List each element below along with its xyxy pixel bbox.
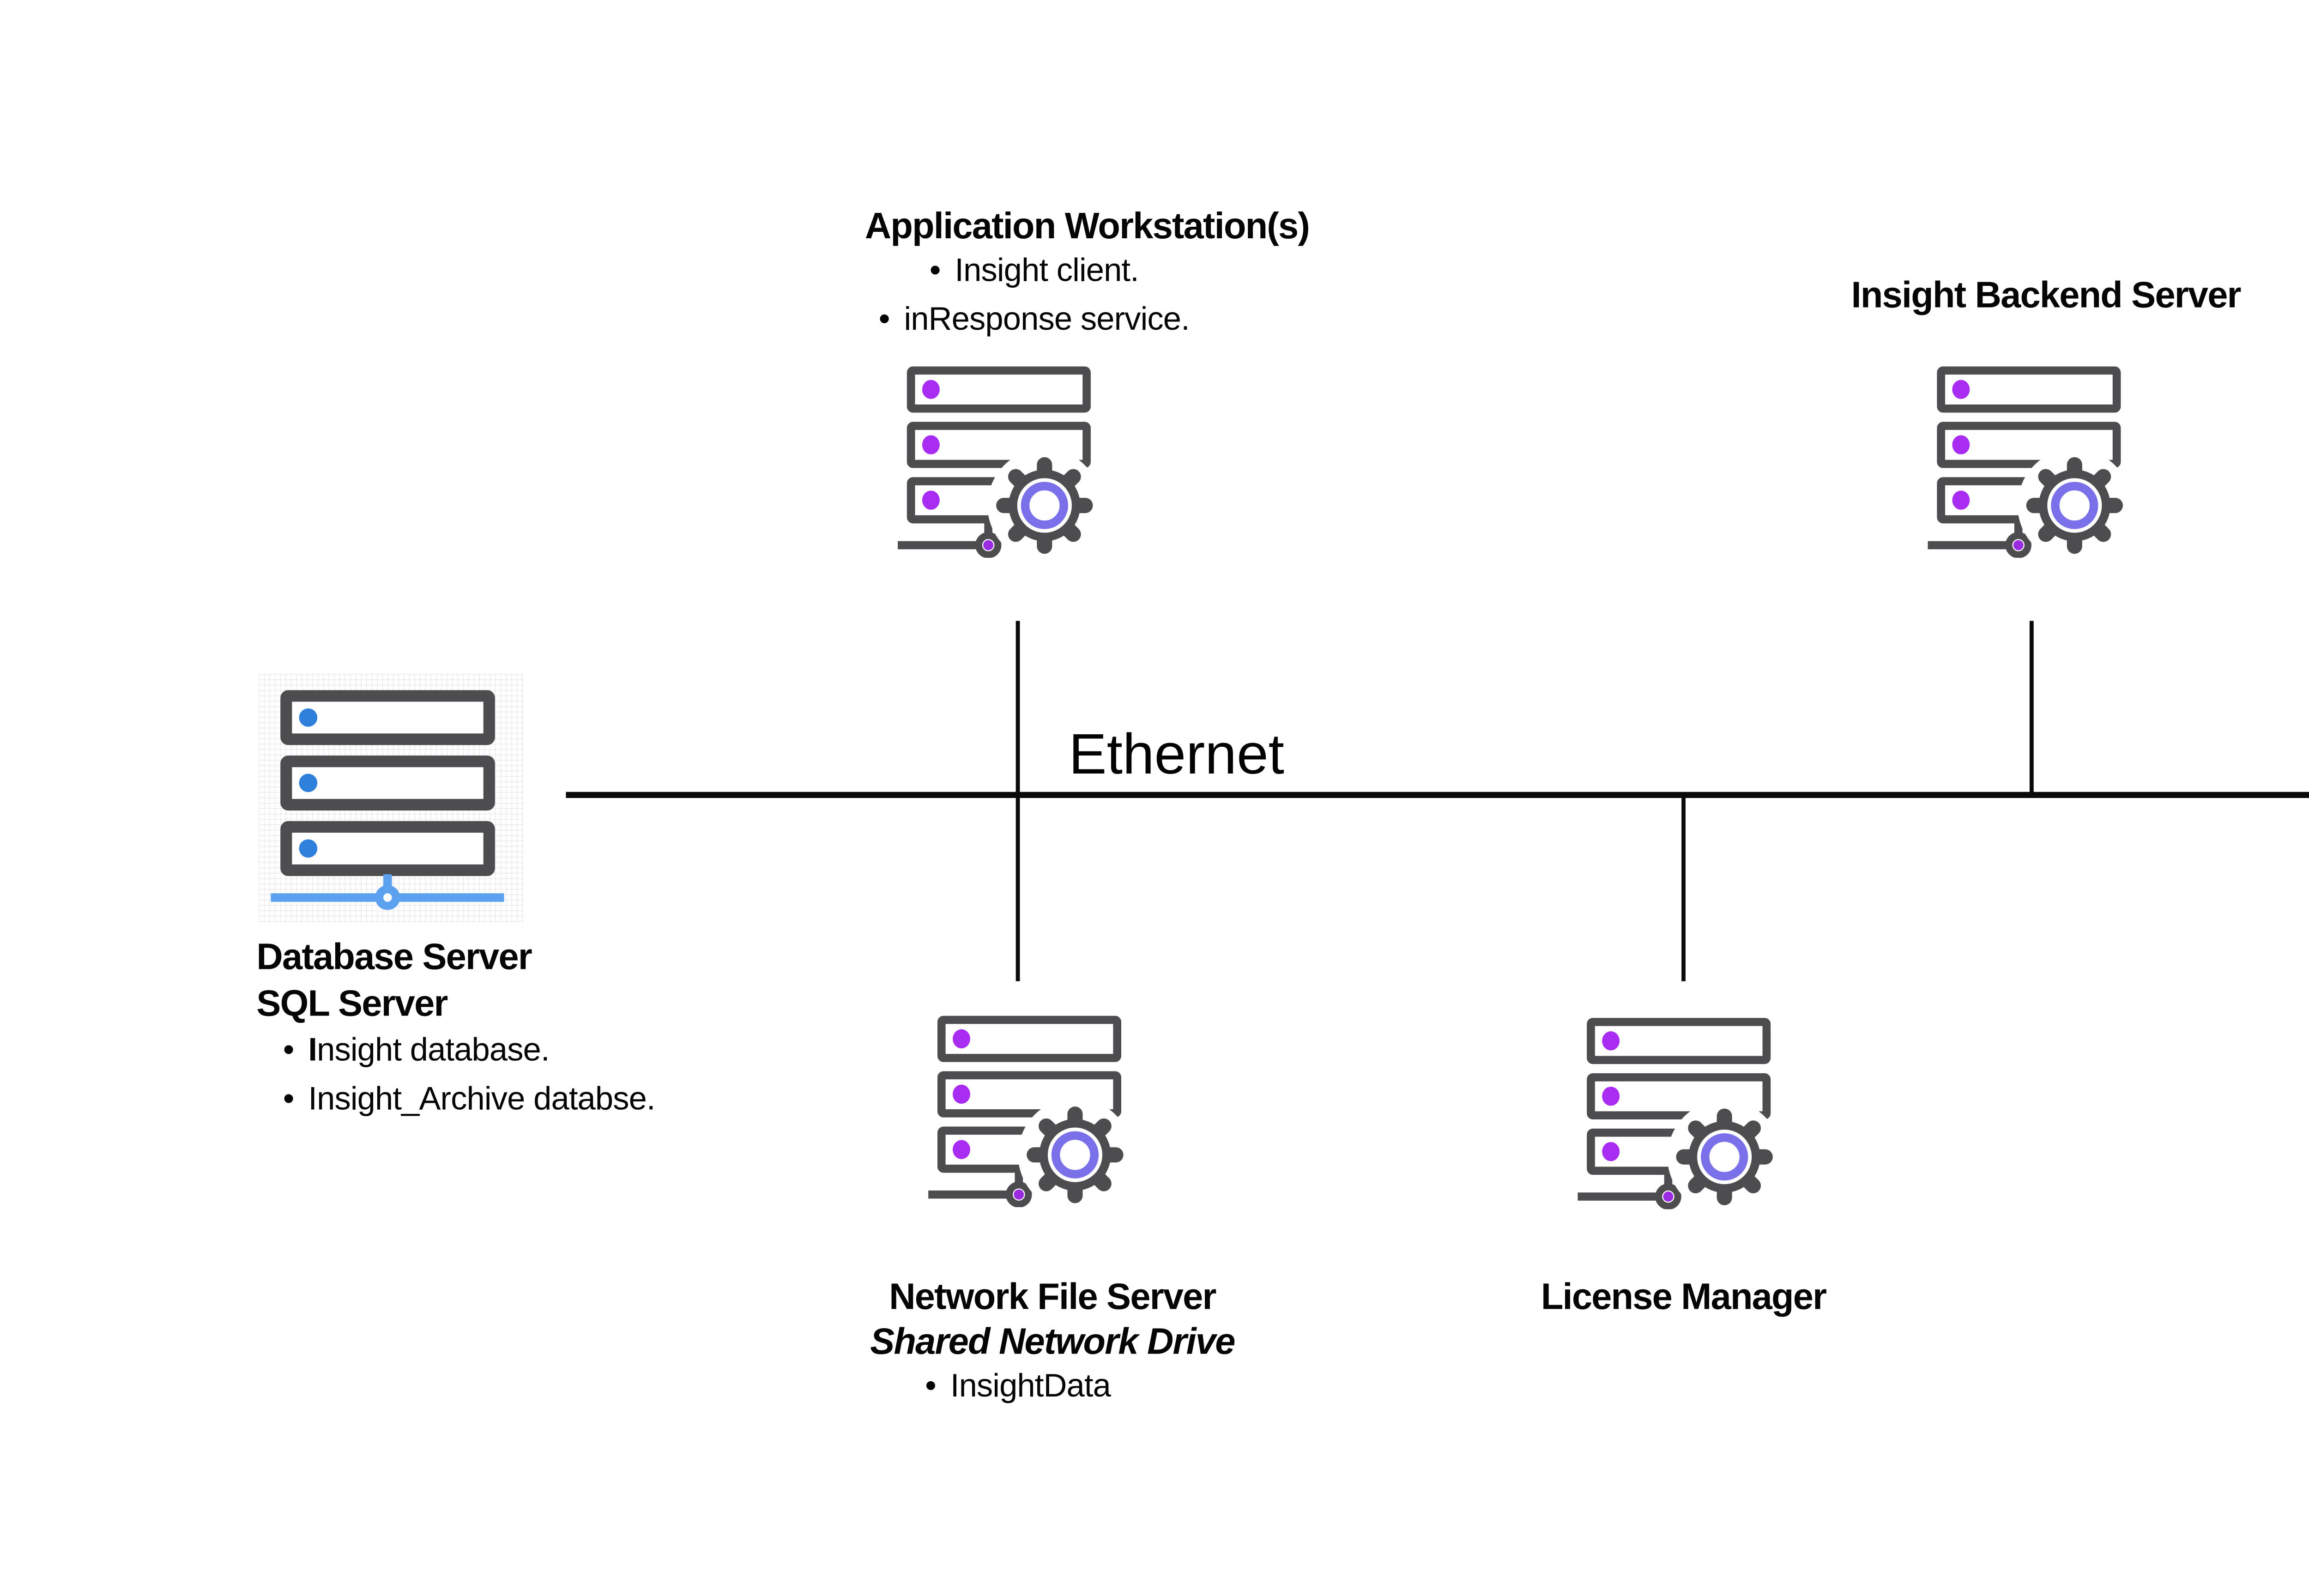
- list-item: • inResponse service.: [729, 297, 1339, 346]
- app-workstation-label: Application Workstation(s) • Insight clie…: [782, 204, 1392, 346]
- node-subtitle: Shared Network Drive: [870, 1321, 1235, 1362]
- bullet-dot: •: [283, 1034, 295, 1069]
- bullet-dot: •: [929, 254, 941, 289]
- bullet-text: nsight database.: [317, 1034, 550, 1069]
- bullet-dot: •: [925, 1370, 937, 1405]
- backend-server-drop-line: [2029, 621, 2034, 797]
- database-server-icon: [271, 689, 505, 909]
- server-gear-icon: [1928, 366, 2123, 557]
- file-server-label: Network File Server Shared Network Drive…: [798, 1275, 1307, 1411]
- ethernet-bus-line: [566, 792, 2309, 798]
- server-gear-icon: [928, 1016, 1124, 1207]
- server-gear-icon: [897, 366, 1093, 557]
- node-title: License Manager: [1541, 1276, 1827, 1318]
- list-item: • Insight_Archive databse.: [283, 1077, 806, 1126]
- license-manager-drop-line: [1680, 797, 1686, 981]
- list-item: • Insight client.: [729, 248, 1339, 297]
- node-title: Insight Backend Server: [1851, 275, 2242, 316]
- bullet-text-lead: I: [308, 1034, 317, 1069]
- bullet-list: • InsightData: [763, 1364, 1272, 1410]
- node-subtitle: SQL Server: [256, 983, 448, 1024]
- database-server-label: Database Server SQL Server • Insight data…: [256, 934, 806, 1125]
- bullet-text: Insight_Archive databse.: [308, 1083, 655, 1118]
- node-title: Database Server: [256, 936, 532, 977]
- server-gear-icon: [1577, 1017, 1772, 1209]
- bullet-text: Insight client.: [955, 254, 1139, 289]
- bullet-list: • Insight client. • inResponse service.: [729, 248, 1339, 346]
- bullet-list: • Insight database. • Insight_Archive data…: [256, 1028, 806, 1126]
- bullet-dot: •: [878, 303, 890, 338]
- node-title: Network File Server: [889, 1276, 1216, 1318]
- backend-server-label: Insight Backend Server: [1741, 273, 2309, 318]
- ethernet-label: Ethernet: [1069, 722, 1284, 786]
- license-manager-label: License Manager: [1470, 1275, 1898, 1319]
- node-title: Application Workstation(s): [864, 206, 1310, 247]
- bullet-dot: •: [283, 1083, 295, 1118]
- list-item: • InsightData: [763, 1364, 1272, 1410]
- bullet-text: InsightData: [950, 1370, 1111, 1405]
- bullet-text: inResponse service.: [904, 303, 1190, 338]
- app-workstation-drop-line: [1015, 621, 1021, 981]
- list-item: • Insight database.: [283, 1028, 806, 1077]
